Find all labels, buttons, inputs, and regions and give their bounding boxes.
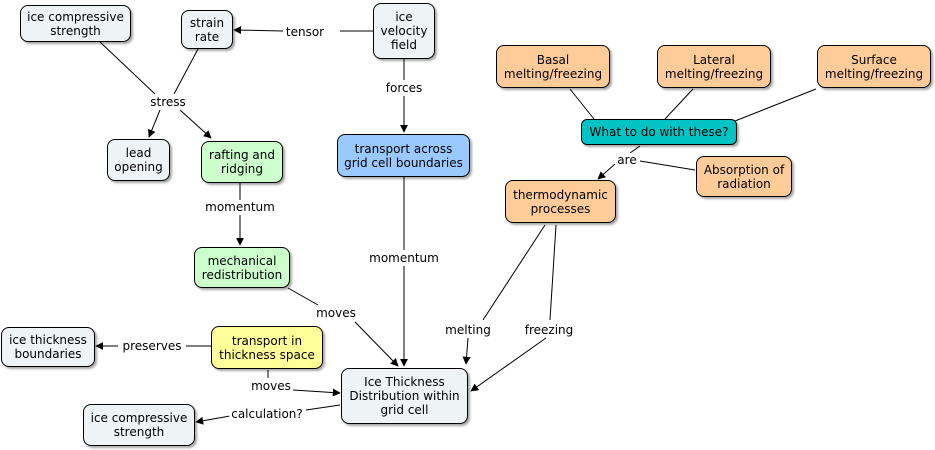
link-basal-to-what (569, 88, 595, 120)
link-label-melting: melting (443, 323, 493, 337)
link-moves1-b (354, 321, 399, 367)
node-strain-rate[interactable]: strain rate (181, 10, 233, 49)
link-label-momentum-1: momentum (203, 200, 277, 214)
node-absorption-of-radiation[interactable]: Absorption of radiation (696, 156, 792, 197)
node-thermodynamic-processes[interactable]: thermodynamic processes (505, 180, 616, 223)
link-moves1-a (287, 287, 319, 306)
link-label-stress: stress (148, 95, 188, 109)
link-stress-from-strain (173, 48, 199, 95)
node-ice-compressive-strength-bottom[interactable]: ice compressive strength (83, 404, 195, 446)
node-label: thermodynamic processes (513, 187, 608, 216)
link-label-preserves: preserves (120, 339, 184, 353)
link-tensor-b (233, 26, 284, 35)
node-label: strain rate (189, 15, 225, 44)
node-label: ice thickness boundaries (9, 333, 87, 361)
node-transport-in-thickness-space[interactable]: transport in thickness space (211, 326, 323, 369)
node-label: transport in thickness space (219, 333, 315, 362)
link-stress-from-strength (99, 41, 156, 95)
node-rafting-and-ridging[interactable]: rafting and ridging (201, 141, 283, 183)
node-ice-compressive-strength-top[interactable]: ice compressive strength (20, 5, 131, 42)
link-freezing-b (470, 337, 547, 392)
link-lateral-to-what (664, 88, 694, 120)
link-absorption-to-are (639, 160, 696, 171)
node-label: ice compressive strength (27, 9, 124, 38)
node-label: Absorption of radiation (703, 162, 785, 191)
node-label: mechanical redistribution (201, 253, 283, 282)
link-label-moves-1: moves (314, 306, 358, 320)
node-surface-melting[interactable]: Surface melting/freezing (817, 45, 931, 88)
node-ice-thickness-boundaries[interactable]: ice thickness boundaries (1, 327, 95, 367)
link-label-calculation: calculation? (229, 407, 305, 421)
node-lead-opening[interactable]: lead opening (107, 139, 170, 181)
node-basal-melting[interactable]: Basal melting/freezing (496, 45, 610, 88)
node-label: Surface melting/freezing (824, 52, 924, 81)
link-moves2-b (292, 388, 341, 397)
node-label: Lateral melting/freezing (664, 52, 764, 81)
node-ice-thickness-distribution[interactable]: Ice Thickness Distribution within grid c… (341, 368, 468, 424)
node-label: Ice Thickness Distribution within grid c… (349, 375, 460, 417)
node-label: Basal melting/freezing (503, 52, 603, 81)
link-label-are: are (615, 153, 639, 167)
link-surface-to-what (734, 88, 817, 122)
node-label: transport across grid cell boundaries (344, 141, 463, 170)
node-lateral-melting[interactable]: Lateral melting/freezing (657, 45, 771, 88)
link-stress-to-rafting (179, 109, 212, 139)
node-label: lead opening (114, 146, 163, 174)
link-are-to-thermo (597, 163, 616, 180)
link-label-forces: forces (383, 81, 425, 95)
link-what-to-are (629, 145, 641, 154)
node-label: ice velocity field (380, 10, 428, 52)
node-mechanical-redistribution[interactable]: mechanical redistribution (194, 247, 290, 288)
link-calculation-b (195, 415, 231, 425)
link-stress-to-lead (148, 109, 161, 138)
link-label-freezing: freezing (522, 323, 576, 337)
link-freezing-a (549, 224, 557, 321)
link-calculation-a (305, 404, 341, 411)
link-label-momentum-2: momentum (367, 251, 441, 265)
node-what-to-do[interactable]: What to do with these? (581, 119, 737, 145)
node-ice-velocity-field[interactable]: ice velocity field (373, 3, 435, 59)
node-label: rafting and ridging (209, 148, 275, 176)
node-label: What to do with these? (589, 125, 729, 139)
link-melting-b (462, 337, 471, 365)
link-melting-a (482, 224, 546, 321)
link-label-moves-2: moves (249, 379, 293, 393)
link-label-tensor: tensor (283, 25, 327, 39)
node-transport-across-grid[interactable]: transport across grid cell boundaries (337, 134, 470, 177)
node-label: ice compressive strength (90, 411, 188, 439)
